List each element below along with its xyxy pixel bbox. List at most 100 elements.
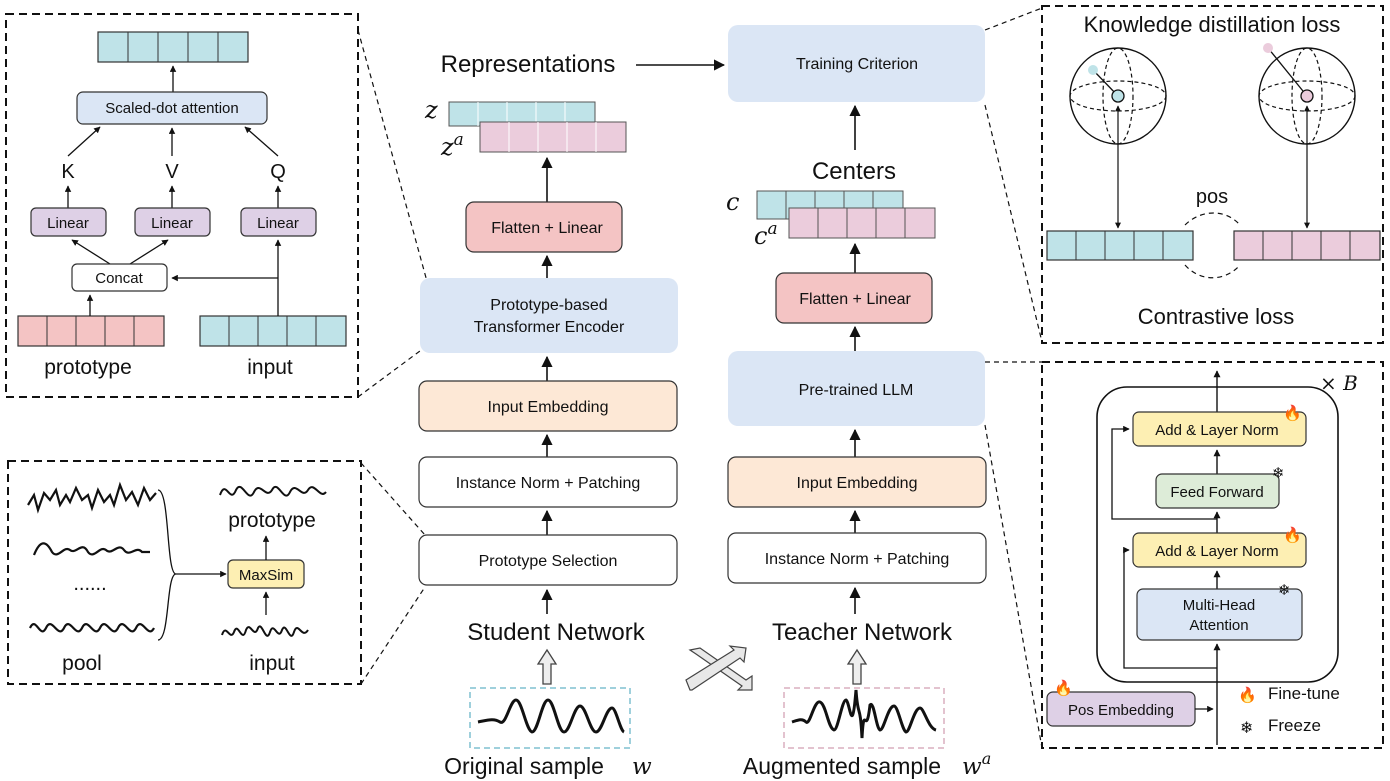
mha-label-line1: Multi-Head [1183,597,1256,614]
fire-icon: 🔥 [1283,404,1302,422]
legend-snowflake-icon: ❄ [1240,720,1253,737]
swap-cross-arrows [685,645,753,691]
teacher-input-embedding-label: Input Embedding [797,475,918,492]
encoder-label-line1: Prototype-based [490,297,607,314]
training-criterion-box [728,25,985,102]
student-flatten-linear-label: Flatten + Linear [491,220,603,237]
pool-brace [157,489,177,641]
student-norm-patching-label: Instance Norm + Patching [456,475,641,492]
student-network-label: Student Network [467,619,645,646]
z-label: z [424,96,438,124]
c-label: c [726,188,739,216]
ca-center-cells [788,207,936,239]
contrastive-loss-label: Contrastive loss [1138,304,1295,329]
training-criterion-label: Training Criterion [796,56,918,73]
snowflake-icon: ❄ [1278,582,1291,599]
query-input-series [221,625,309,637]
prototype-selection-label: Prototype Selection [479,553,618,570]
linear-q-box [240,207,317,237]
attention-output-cells [97,31,249,63]
v-label: V [165,161,179,183]
input-cells [199,315,347,347]
pos-link-bottom [1184,264,1241,279]
student-hollow-up-arrow [536,648,558,685]
encoder-label-line2: Transformer Encoder [474,319,625,336]
prototype-label: prototype [44,356,132,379]
ca-label: ca [754,219,778,250]
scaled-dot-attention-label: Scaled-dot attention [105,100,238,117]
za-label: za [440,130,464,161]
fire-icon: 🔥 [1283,526,1302,544]
pos-label: pos [1196,186,1228,208]
centers-label: Centers [812,158,896,185]
student-norm-patching-box [418,456,678,508]
legend-fire-icon: 🔥 [1238,686,1257,704]
linear-q-label: Linear [257,215,299,232]
concat-box [71,263,168,292]
selected-prototype-label: prototype [228,509,316,532]
pool-series-2 [32,542,150,556]
kd-loss-label: Knowledge distillation loss [1084,12,1341,37]
query-input-label: input [249,652,295,675]
pool-series-1 [27,481,157,514]
pool-label: pool [62,652,102,675]
add-norm-top-box [1132,411,1307,447]
pretrained-llm-box [728,351,985,426]
pool-dots: ...... [73,573,106,595]
teacher-flatten-linear-box [775,272,933,324]
add-norm-top-label: Add & Layer Norm [1155,422,1278,439]
selected-prototype-series [219,486,327,497]
za-representation-cells [479,121,627,153]
pool-series-3 [29,623,155,633]
augmented-sample-waveform [791,689,937,739]
feed-forward-box [1155,473,1280,509]
pretrained-llm-label: Pre-trained LLM [799,382,914,399]
original-sample-label: Original sample [444,753,604,779]
feed-forward-label: Feed Forward [1170,484,1263,501]
loss-panel-frame [1041,5,1384,344]
pos-link-top [1184,212,1241,226]
q-label: Q [270,161,286,183]
scaled-dot-attention-box [76,91,268,125]
teacher-norm-patching-box [727,532,987,584]
teacher-input-embedding-box [727,456,987,508]
linear-k-label: Linear [47,215,89,232]
wa-label: wa [962,749,991,780]
fire-icon: 🔥 [1054,679,1073,697]
teacher-norm-patching-label: Instance Norm + Patching [765,551,950,568]
mha-label-line2: Attention [1189,617,1248,634]
k-label: K [61,161,75,183]
prototype-cells [17,315,165,347]
freeze-label: Freeze [1268,716,1321,735]
attention-inset-frame [5,13,359,398]
fine-tune-label: Fine-tune [1268,684,1340,703]
prototype-transformer-encoder-box [420,278,678,353]
pos-embedding-label: Pos Embedding [1068,702,1174,719]
augmented-sample-frame [783,687,945,749]
student-input-embedding-box [418,380,678,432]
linear-v-box [134,207,211,237]
original-sample-frame [469,687,631,749]
concat-label: Concat [95,270,143,287]
prototype-selection-box [418,534,678,586]
snowflake-icon: ❄ [1272,465,1285,482]
original-sample-waveform [477,698,626,734]
representations-label: Representations [441,51,616,78]
student-input-embedding-label: Input Embedding [488,399,609,416]
teacher-hollow-up-arrow [846,648,868,685]
student-vector-cells [1046,230,1194,261]
w-label: w [632,754,652,780]
maxsim-label: MaxSim [239,567,293,584]
augmented-sample-label: Augmented sample [743,753,941,779]
llm-panel-frame [1041,361,1384,749]
linear-k-box [30,207,107,237]
multi-head-attention-box [1136,588,1303,641]
input-label: input [247,356,293,379]
linear-v-label: Linear [151,215,193,232]
add-norm-bottom-box [1132,532,1307,568]
student-flatten-linear-box [465,201,623,253]
add-norm-bottom-label: Add & Layer Norm [1155,543,1278,560]
times-b-label: × B [1320,371,1358,395]
selection-inset-frame [7,460,362,685]
